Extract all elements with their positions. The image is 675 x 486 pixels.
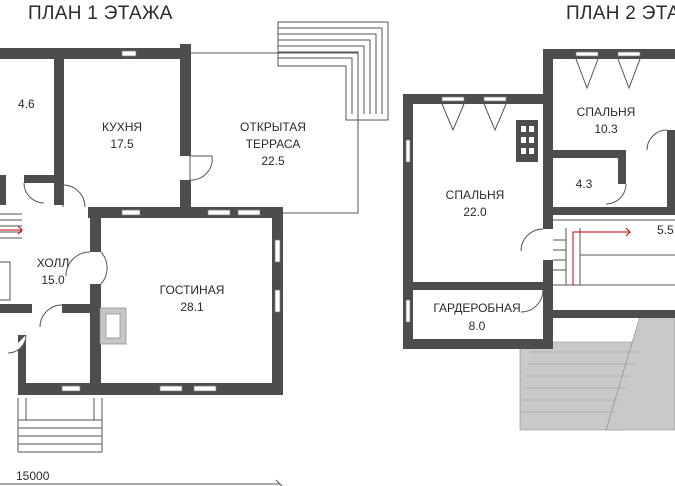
dimension-label: 15000 xyxy=(16,469,50,483)
room-small-area: 4.3 xyxy=(576,177,593,191)
wardrobe-area: 8.0 xyxy=(469,319,486,333)
floor1-doors xyxy=(7,155,213,354)
terrace-name-line1: ОТКРЫТАЯ xyxy=(240,120,306,134)
roof-slopes xyxy=(519,315,675,431)
kitchen-name: КУХНЯ xyxy=(102,120,142,134)
floor2-title: ПЛАН 2 ЭТАЖА xyxy=(566,3,675,24)
floor2-walls xyxy=(403,49,675,349)
floor1-plan: 15000 4.6 КУХНЯ 17.5 ОТКРЫТАЯ ТЕРРАСА 22… xyxy=(0,21,389,486)
room-unnamed-area: 4.6 xyxy=(18,97,35,111)
living-name: ГОСТИНАЯ xyxy=(160,283,225,297)
floor1-stairs xyxy=(0,213,24,301)
bedroom-large-name: СПАЛЬНЯ xyxy=(446,188,505,202)
dimension-line: 15000 xyxy=(0,469,283,486)
living-area: 28.1 xyxy=(180,300,204,314)
floor2-plan: СПАЛЬНЯ 10.3 СПАЛЬНЯ 22.0 4.3 5.5 ГАРДЕР… xyxy=(403,49,675,431)
floor1-walls xyxy=(0,44,283,395)
porch-steps xyxy=(17,398,103,453)
hall-area: 15.0 xyxy=(41,273,65,287)
floor1-title: ПЛАН 1 ЭТАЖА xyxy=(28,3,173,24)
terrace-area: 22.5 xyxy=(261,154,285,168)
bedroom-small-name: СПАЛЬНЯ xyxy=(577,105,636,119)
fireplace xyxy=(99,307,127,345)
bedroom-large-area: 22.0 xyxy=(463,205,487,219)
room-edge-area: 5.5 xyxy=(657,223,674,237)
terrace-steps xyxy=(277,21,389,121)
floor2-stairs xyxy=(553,219,675,286)
floor2-doors xyxy=(520,129,668,313)
wardrobe-name: ГАРДЕРОБНАЯ xyxy=(433,301,520,315)
kitchen-area: 17.5 xyxy=(110,137,134,151)
hall-name: ХОЛЛ xyxy=(37,256,70,270)
terrace-name-line2: ТЕРРАСА xyxy=(246,137,301,151)
bedroom-small-area: 10.3 xyxy=(594,122,618,136)
